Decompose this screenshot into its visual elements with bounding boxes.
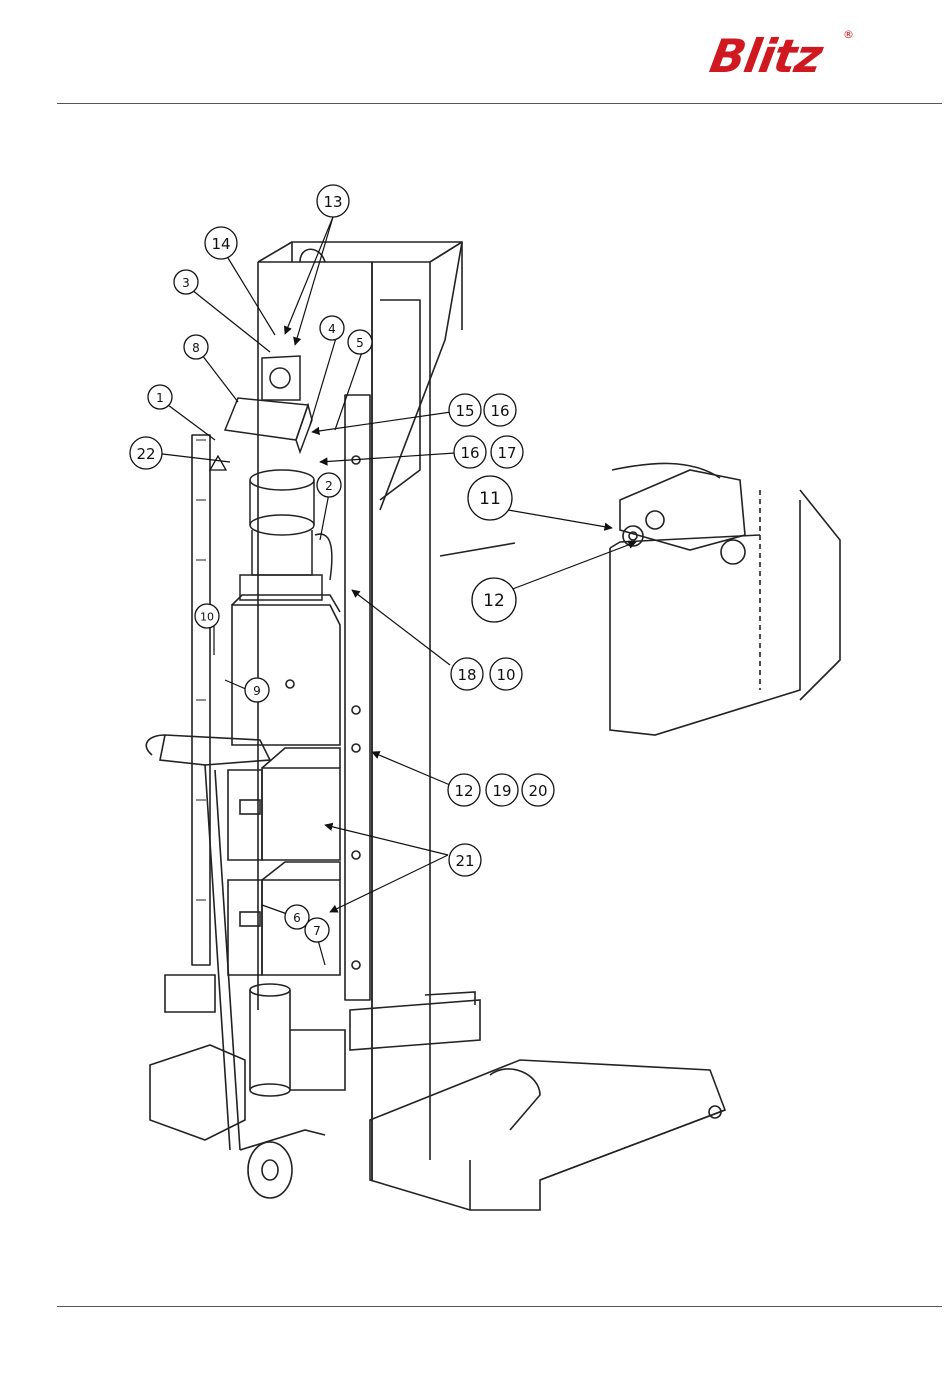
callout-8: 8	[184, 335, 208, 359]
svg-text:12: 12	[454, 782, 473, 800]
leader-lines	[154, 217, 636, 965]
svg-text:16: 16	[490, 402, 509, 420]
callout-10-left: 10	[195, 604, 219, 628]
callout-16-top: 16	[484, 394, 516, 426]
callout-2: 2	[317, 473, 341, 497]
svg-text:19: 19	[492, 782, 511, 800]
svg-text:11: 11	[479, 489, 501, 509]
svg-text:1: 1	[156, 391, 164, 405]
callout-15: 15	[449, 394, 481, 426]
callout-12-inset: 12	[472, 578, 516, 622]
callout-markers: 13 14 3 4 5 8	[130, 185, 554, 942]
callout-17: 17	[491, 436, 523, 468]
callout-5: 5	[348, 330, 372, 354]
svg-text:10: 10	[496, 666, 515, 684]
svg-text:4: 4	[328, 322, 336, 336]
callout-3: 3	[174, 270, 198, 294]
svg-text:14: 14	[211, 235, 230, 253]
callout-12: 12	[448, 774, 480, 806]
oil-tank	[232, 595, 340, 745]
callout-4: 4	[320, 316, 344, 340]
svg-text:20: 20	[528, 782, 547, 800]
callout-13: 13	[317, 185, 349, 217]
svg-text:5: 5	[356, 336, 364, 350]
callout-7: 7	[305, 918, 329, 942]
svg-text:3: 3	[182, 276, 190, 290]
svg-text:12: 12	[483, 591, 505, 611]
warning-triangle-icon	[210, 456, 226, 470]
svg-text:7: 7	[313, 924, 321, 938]
svg-text:8: 8	[192, 341, 200, 355]
svg-text:15: 15	[455, 402, 474, 420]
callout-18: 18	[451, 658, 483, 690]
svg-text:9: 9	[253, 684, 261, 698]
svg-text:2: 2	[325, 479, 333, 493]
callout-21: 21	[449, 844, 481, 876]
hydraulic-cylinder	[250, 984, 345, 1096]
callout-20: 20	[522, 774, 554, 806]
svg-text:13: 13	[323, 193, 342, 211]
svg-text:17: 17	[497, 444, 516, 462]
callout-11: 11	[468, 476, 512, 520]
callout-9: 9	[245, 678, 269, 702]
svg-text:6: 6	[293, 911, 301, 925]
callout-19: 19	[486, 774, 518, 806]
svg-text:22: 22	[136, 445, 155, 463]
callout-16-bottom: 16	[454, 436, 486, 468]
callout-10-right: 10	[490, 658, 522, 690]
svg-text:18: 18	[457, 666, 476, 684]
svg-text:16: 16	[460, 444, 479, 462]
svg-text:21: 21	[455, 852, 474, 870]
control-box	[225, 356, 312, 452]
callout-14: 14	[205, 227, 237, 259]
callout-22: 22	[130, 437, 162, 469]
callout-1: 1	[148, 385, 172, 409]
svg-text:10: 10	[200, 611, 214, 624]
